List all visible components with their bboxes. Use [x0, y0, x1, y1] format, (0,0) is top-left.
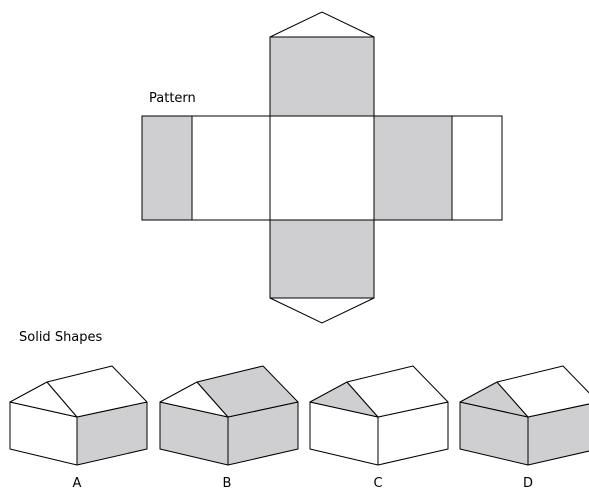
- house-a-roof: [46, 365, 148, 418]
- net-far-right-strip: [451, 115, 503, 221]
- net-top-triangle: [269, 11, 375, 38]
- net-top-square: [269, 36, 375, 117]
- option-b-label: B: [222, 476, 232, 491]
- net-right-square: [373, 115, 453, 221]
- option-c-house: [309, 365, 449, 466]
- house-c-roof: [346, 365, 449, 418]
- option-b-house: [159, 365, 299, 466]
- pattern-label: Pattern: [149, 91, 196, 106]
- net-left-square: [191, 115, 271, 221]
- net-bottom-square: [269, 219, 375, 299]
- net-center-square: [269, 115, 375, 221]
- pattern-net: [141, 11, 503, 324]
- option-a-house: [9, 365, 148, 466]
- house-d-roof: [496, 365, 589, 418]
- option-c-label: C: [373, 476, 383, 491]
- net-far-left-strip: [141, 115, 193, 221]
- solid-shapes-label: Solid Shapes: [19, 330, 103, 345]
- option-d-label: D: [522, 476, 533, 491]
- net-bottom-triangle: [269, 297, 375, 324]
- option-a-label: A: [72, 476, 82, 491]
- house-b-roof: [196, 365, 299, 418]
- option-d-house: [459, 365, 589, 466]
